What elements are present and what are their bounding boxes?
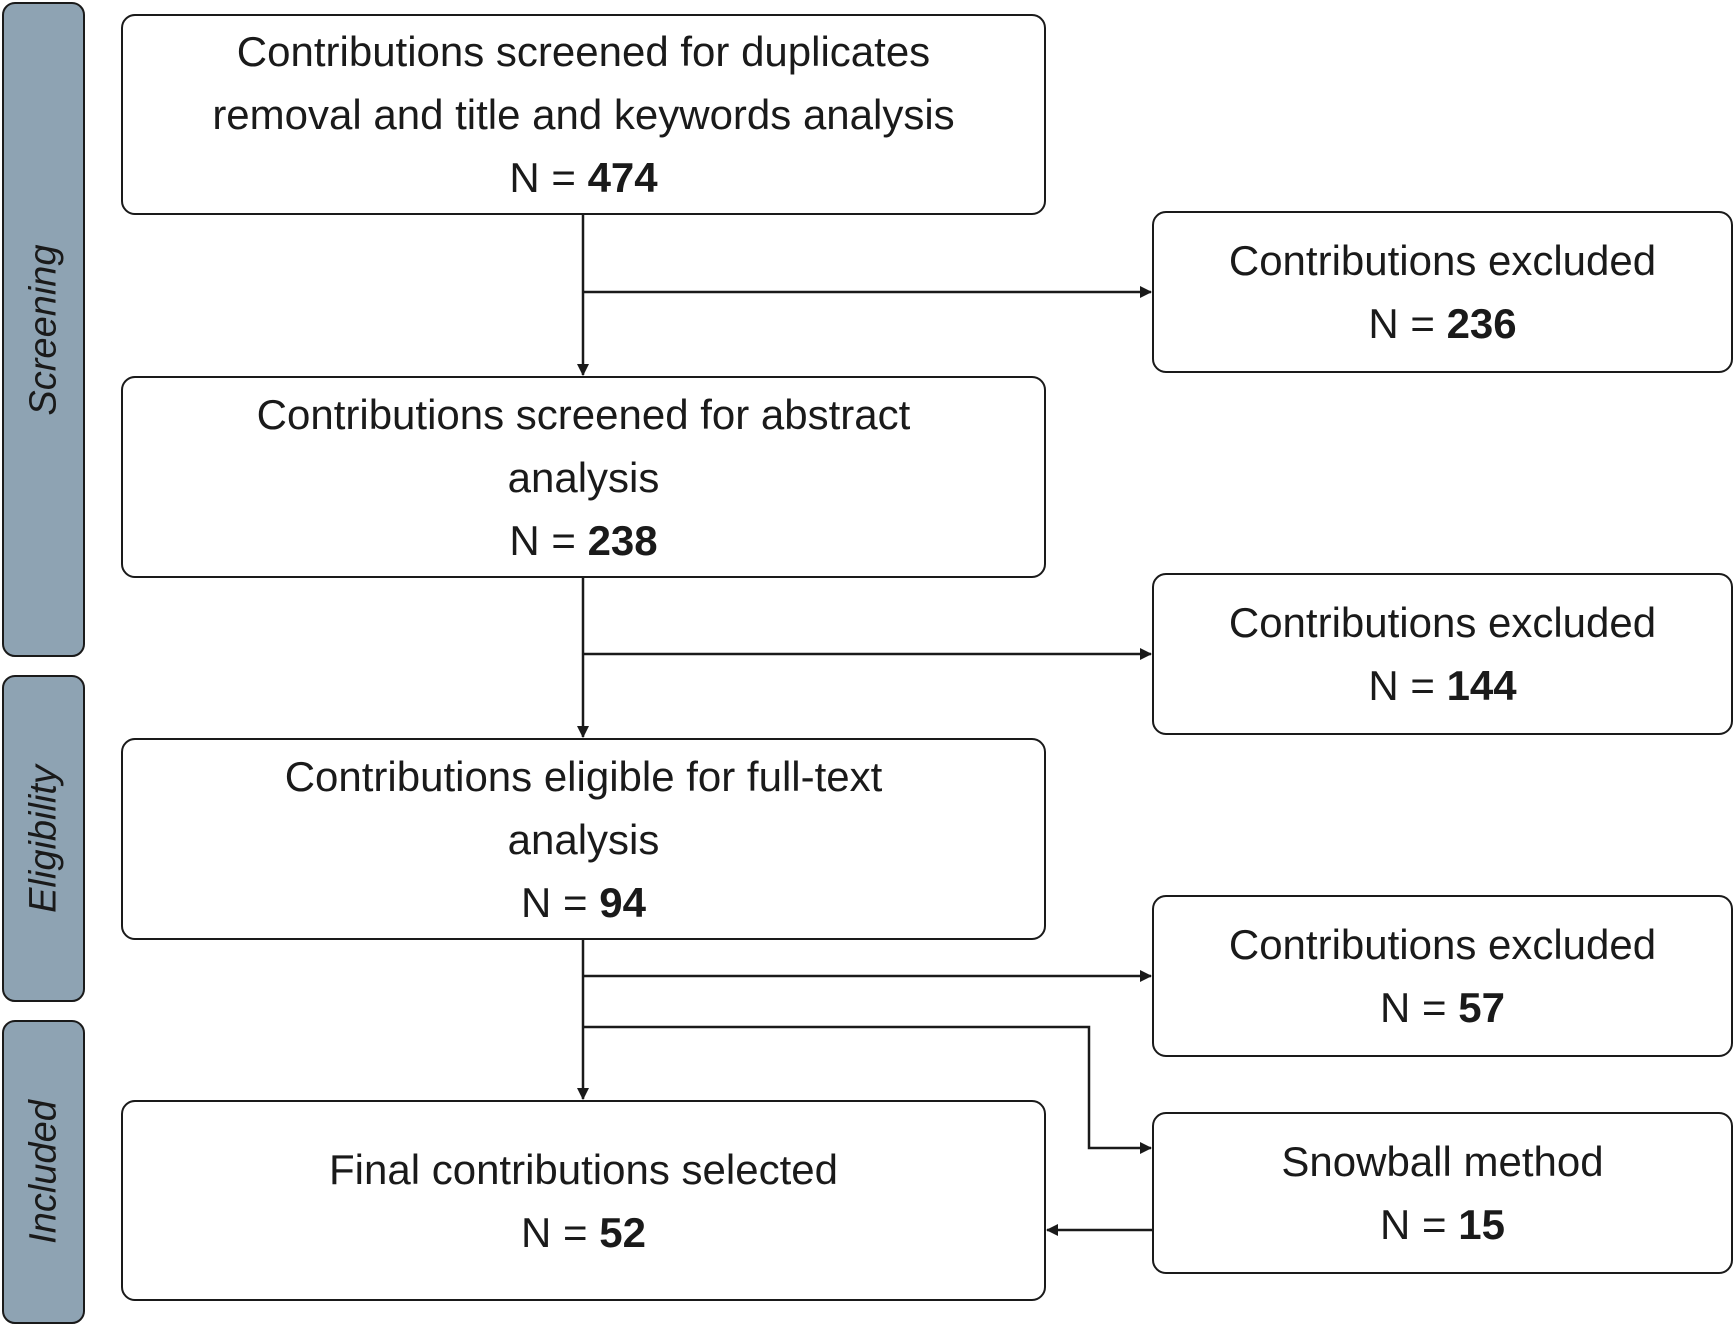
- box-count: N = 236: [1368, 300, 1517, 347]
- box-count: N = 15: [1380, 1201, 1505, 1248]
- box-excluded-3: Contributions excluded N = 57: [1152, 895, 1733, 1057]
- box-text-line: Final contributions selected: [329, 1145, 838, 1193]
- box-text-line: Contributions excluded: [1228, 599, 1657, 646]
- box-count: N = 474: [509, 154, 658, 201]
- box-count: N = 144: [1368, 662, 1517, 709]
- box-text-line: Snowball method: [1281, 1138, 1604, 1185]
- box-text-line: Contributions excluded: [1228, 237, 1657, 284]
- box-count: N = 57: [1380, 984, 1505, 1031]
- box-final-selected: Final contributions selected N = 52: [121, 1100, 1046, 1301]
- arrow-to-snowball: [583, 1025, 1152, 1154]
- box-text-line: Contributions screened for abstract: [256, 390, 911, 438]
- count-value: 15: [1458, 1201, 1505, 1248]
- box-text-line: analysis: [507, 815, 660, 863]
- box-count: N = 94: [521, 878, 646, 926]
- box-excluded-2: Contributions excluded N = 144: [1152, 573, 1733, 735]
- count-value: 52: [599, 1208, 646, 1256]
- box-text-line: Contributions eligible for full-text: [284, 752, 883, 800]
- box-count: N = 238: [509, 516, 658, 564]
- box-screened-duplicates: Contributions screened for duplicates re…: [121, 14, 1046, 215]
- box-text-line: removal and title and keywords analysis: [212, 91, 955, 138]
- count-value: 236: [1446, 300, 1517, 347]
- box-count: N = 52: [521, 1208, 646, 1256]
- box-text-line: analysis: [507, 453, 660, 501]
- count-value: 144: [1446, 662, 1517, 709]
- count-value: 94: [599, 878, 646, 926]
- phase-screening: Screening: [2, 2, 85, 657]
- box-text-line: Contributions excluded: [1228, 921, 1657, 968]
- box-text-line: Contributions screened for duplicates: [236, 28, 931, 75]
- box-excluded-1: Contributions excluded N = 236: [1152, 211, 1733, 373]
- count-value: 238: [587, 516, 658, 564]
- count-value: 474: [587, 154, 658, 201]
- phase-included: Included: [2, 1020, 85, 1324]
- box-eligible-fulltext: Contributions eligible for full-text ana…: [121, 738, 1046, 940]
- count-value: 57: [1458, 984, 1505, 1031]
- phase-eligibility: Eligibility: [2, 675, 85, 1002]
- box-screened-abstract: Contributions screened for abstract anal…: [121, 376, 1046, 578]
- box-snowball: Snowball method N = 15: [1152, 1112, 1733, 1274]
